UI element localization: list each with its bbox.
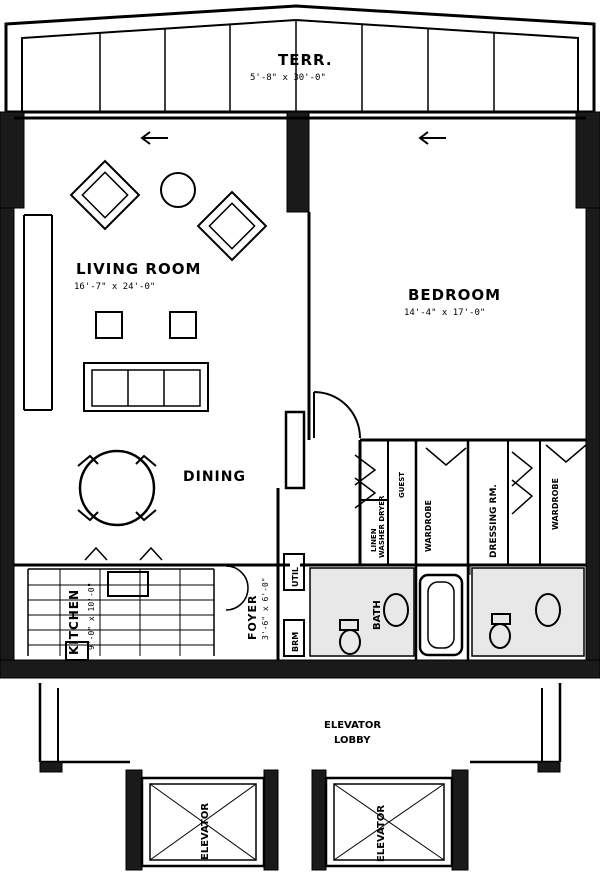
bath-label: BATH bbox=[372, 600, 383, 630]
util-label: UTIL bbox=[291, 567, 300, 587]
elevator-right-label: ELEVATOR bbox=[376, 805, 387, 862]
dining-table bbox=[77, 449, 157, 527]
bathrooms: BATH bbox=[309, 567, 585, 657]
kitchen: KITCHEN 9'-0" x 10'-0" bbox=[27, 546, 249, 661]
interior-walls bbox=[14, 212, 587, 660]
bedroom-label: BEDROOM bbox=[408, 286, 501, 304]
kitchen-label: KITCHEN bbox=[67, 589, 81, 655]
exterior-walls bbox=[0, 111, 600, 679]
linen-label: LINEN bbox=[370, 528, 378, 552]
guest-label: GUEST bbox=[398, 472, 406, 498]
elevator-lobby: ELEVATOR LOBBY bbox=[38, 683, 562, 773]
terrace-label: TERR. bbox=[278, 51, 333, 69]
elevator-lobby-label: ELEVATOR bbox=[324, 720, 381, 731]
elevator-left: ELEVATOR bbox=[125, 769, 279, 871]
bedroom-dims: 14'-4" x 17'-0" bbox=[404, 308, 485, 318]
elevator-lobby-label-2: LOBBY bbox=[334, 735, 371, 746]
wardrobe-right-label: WARDROBE bbox=[551, 478, 560, 530]
elevator-left-label: ELEVATOR bbox=[200, 803, 211, 860]
foyer-dims: 3'-6" x 6'-0" bbox=[261, 577, 270, 640]
entry-arrow-icon bbox=[418, 131, 446, 145]
living-room-dims: 16'-7" x 24'-0" bbox=[74, 282, 155, 292]
kitchen-dims: 9'-0" x 10'-0" bbox=[87, 583, 96, 650]
living-room-label: LIVING ROOM bbox=[76, 260, 201, 278]
wardrobe-left-label: WARDROBE bbox=[424, 500, 433, 552]
washer-dryer-label: WASHER DRYER bbox=[378, 495, 386, 558]
dressing-room-label: DRESSING RM. bbox=[489, 484, 499, 558]
brm-label: BRM bbox=[291, 632, 300, 652]
terrace: TERR. 5'-8" x 30'-0" bbox=[4, 4, 596, 114]
entry-arrow-icon bbox=[140, 131, 168, 145]
living-room-furniture bbox=[69, 159, 268, 412]
terrace-dims: 5'-8" x 30'-0" bbox=[250, 73, 326, 83]
foyer: FOYER 3'-6" x 6'-0" UTIL BRM bbox=[246, 553, 305, 657]
elevator-right: ELEVATOR bbox=[311, 769, 469, 871]
foyer-label: FOYER bbox=[246, 595, 259, 640]
dining-label: DINING bbox=[183, 469, 246, 485]
